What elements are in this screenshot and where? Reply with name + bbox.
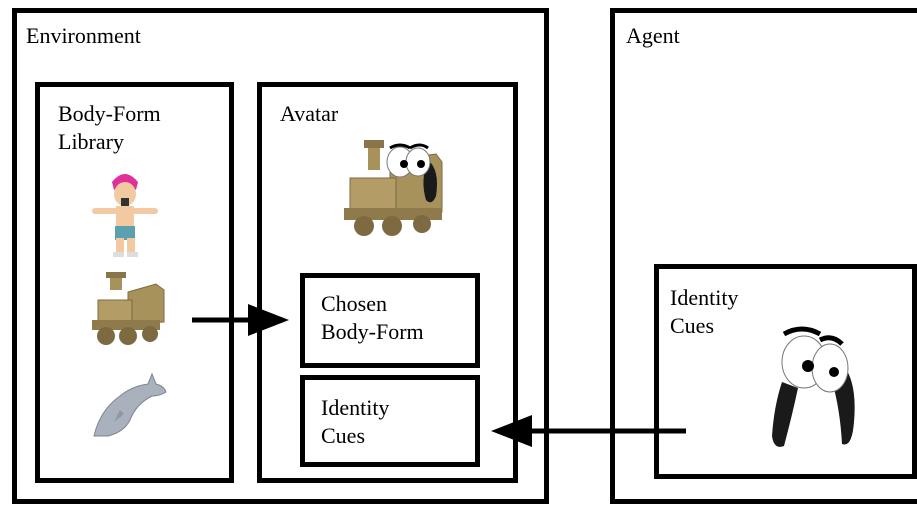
body-form-library-label: Body-Form Library xyxy=(58,101,161,154)
train-icon xyxy=(92,272,165,345)
human-figure-icon xyxy=(92,174,158,257)
avatar-identity-cues-box xyxy=(300,375,480,467)
body-form-library-box xyxy=(35,82,234,483)
environment-label: Environment xyxy=(26,23,141,48)
agent-cues-to-avatar-cues-arrow xyxy=(491,415,686,447)
chosen-body-form-box xyxy=(300,273,480,368)
dolphin-icon xyxy=(93,372,167,437)
library-to-chosen-body-form-arrow xyxy=(192,304,289,336)
avatar-identity-cues-label: Identity Cues xyxy=(321,395,390,448)
agent-identity-cues-label: Identity Cues xyxy=(670,285,739,338)
avatar-label: Avatar xyxy=(280,101,339,126)
chosen-body-form-label: Chosen Body-Form xyxy=(321,291,424,344)
eyes-and-ears-icon xyxy=(772,326,855,447)
agent-label: Agent xyxy=(626,23,680,48)
train-with-eyes-icon xyxy=(344,140,443,236)
